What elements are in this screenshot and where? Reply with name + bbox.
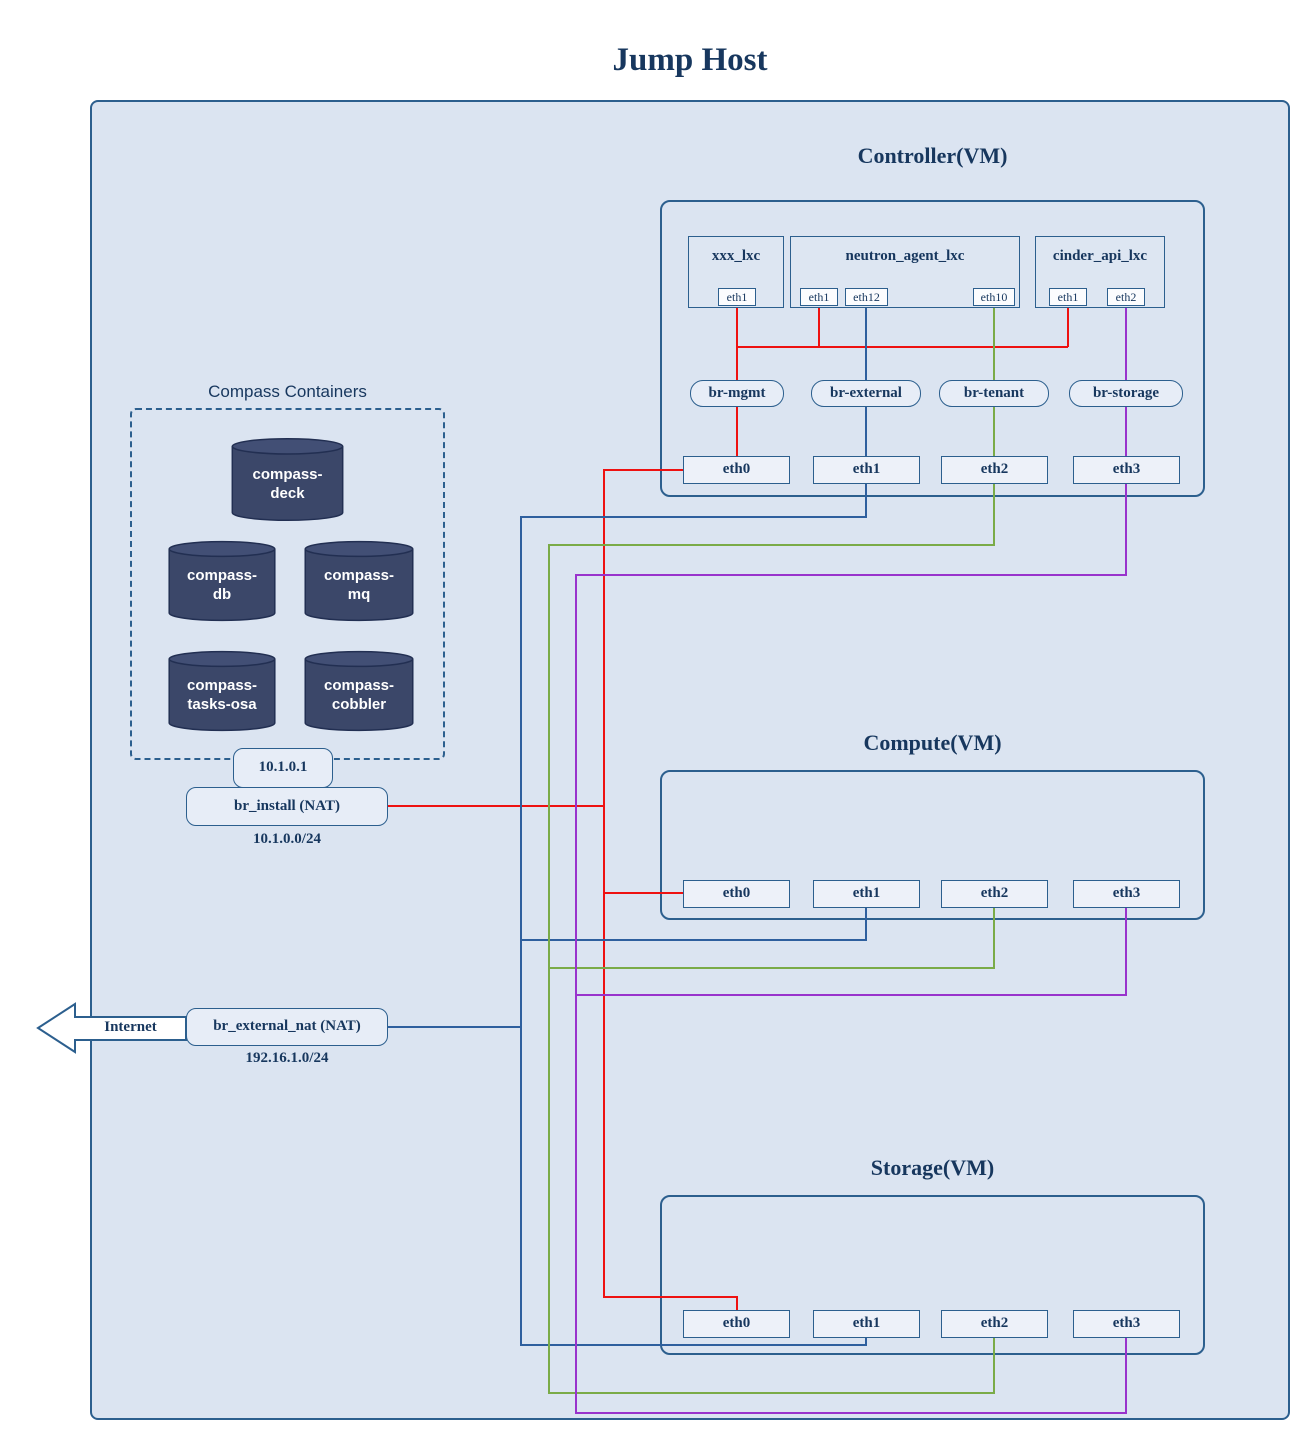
storage-vm-label: Storage(VM)	[870, 1155, 995, 1180]
br-install-box: br_install (NAT)	[186, 787, 388, 826]
cylinder-compass-mq: compass-mq	[303, 540, 415, 622]
bridge-br-tenant: br-tenant	[939, 380, 1049, 407]
cylinder-label: compass-mq	[323, 567, 395, 603]
cylinder-compass-deck: compass-deck	[230, 437, 345, 522]
cinder-port-eth1: eth1	[1049, 288, 1087, 306]
internet-label: Internet	[104, 1019, 157, 1035]
cylinder-compass-cobbler: compass-cobbler	[303, 650, 415, 732]
neutron-port-eth1: eth1	[800, 288, 838, 306]
controller-nic-eth3: eth3	[1073, 456, 1180, 484]
br-external-nat-subnet: 192.16.1.0/24	[245, 1050, 329, 1066]
storage-nic-eth1: eth1	[813, 1310, 920, 1338]
cylinder-shape	[230, 437, 345, 522]
cylinder-shape	[167, 540, 277, 622]
cylinder-shape	[167, 650, 277, 732]
controller-nic-eth1: eth1	[813, 456, 920, 484]
xxx-lxc-port-eth1: eth1	[718, 288, 756, 306]
cylinder-compass-db: compass-db	[167, 540, 277, 622]
br-install-subnet: 10.1.0.0/24	[253, 831, 321, 847]
cylinder-label: compass-db	[186, 567, 258, 603]
bridge-br-storage: br-storage	[1069, 380, 1183, 407]
storage-nic-eth0: eth0	[683, 1310, 790, 1338]
cylinder-label: compass-cobbler	[323, 677, 395, 713]
br-external-nat-box: br_external_nat (NAT)	[186, 1008, 388, 1046]
page-title: Jump Host	[612, 42, 768, 78]
controller-vm-label: Controller(VM)	[857, 143, 1008, 168]
neutron-agent-lxc-label: neutron_agent_lxc	[845, 248, 965, 264]
cylinder-label: compass-deck	[252, 465, 323, 502]
compute-nic-eth1: eth1	[813, 880, 920, 908]
compute-nic-eth3: eth3	[1073, 880, 1180, 908]
storage-nic-eth3: eth3	[1073, 1310, 1180, 1338]
neutron-port-eth12: eth12	[845, 288, 888, 306]
cylinder-label: compass-tasks-osa	[186, 677, 258, 713]
cylinder-shape	[303, 540, 415, 622]
br-install-ip-box: 10.1.0.1	[233, 748, 333, 788]
cinder-port-eth2: eth2	[1107, 288, 1145, 306]
cylinder-compass-tasks-osa: compass-tasks-osa	[167, 650, 277, 732]
neutron-port-eth10: eth10	[973, 288, 1015, 306]
storage-nic-eth2: eth2	[941, 1310, 1048, 1338]
controller-nic-eth2: eth2	[941, 456, 1048, 484]
cinder-api-lxc-label: cinder_api_lxc	[1052, 248, 1148, 264]
bridge-br-external: br-external	[811, 380, 921, 407]
compute-nic-eth0: eth0	[683, 880, 790, 908]
bridge-br-mgmt: br-mgmt	[690, 380, 784, 407]
xxx-lxc-label: xxx_lxc	[711, 248, 761, 264]
compute-vm-label: Compute(VM)	[863, 730, 1002, 755]
controller-nic-eth0: eth0	[683, 456, 790, 484]
compute-nic-eth2: eth2	[941, 880, 1048, 908]
compass-containers-label: Compass Containers	[208, 382, 367, 401]
cylinder-shape	[303, 650, 415, 732]
